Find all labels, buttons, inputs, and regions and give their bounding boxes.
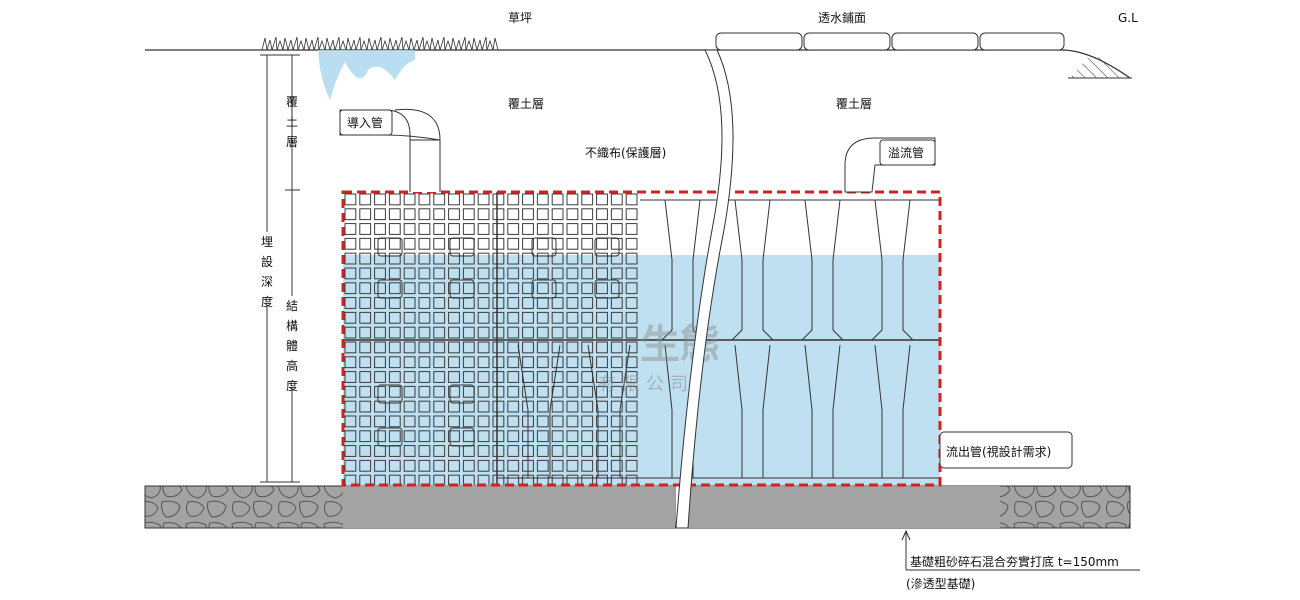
inlet-pipe-label-box <box>339 109 393 136</box>
cover-soil-label-left: 覆土層 <box>508 97 544 111</box>
foundation-under-structure-right <box>688 486 940 528</box>
svg-text:層: 層 <box>286 135 298 149</box>
outlet-pipe-label: 流出管(視設計需求) <box>946 444 1051 459</box>
cover-soil-label-right: 覆土層 <box>836 97 872 111</box>
storage-structure <box>341 190 942 487</box>
svg-text:度: 度 <box>261 294 273 309</box>
svg-text:埋: 埋 <box>261 235 273 249</box>
foundation-fill <box>940 486 1000 528</box>
svg-text:高: 高 <box>286 358 298 373</box>
outlet-pipe <box>939 431 1073 469</box>
svg-text:結: 結 <box>286 299 298 313</box>
grass-label: 草坪 <box>508 11 532 25</box>
foundation-annotation <box>901 529 1140 571</box>
grass <box>261 36 499 52</box>
permeable-paving <box>715 32 1065 51</box>
svg-text:體: 體 <box>286 339 298 353</box>
foundation-label: 基礎粗砂碎石混合夯實打底 t=150mm <box>910 554 1119 569</box>
permeable-paving-label: 透水鋪面 <box>818 10 866 25</box>
svg-text:設: 設 <box>261 254 273 269</box>
foundation-note: (滲透型基礎) <box>906 577 975 591</box>
svg-text:有限公司: 有限公司 <box>598 374 694 395</box>
burial-depth-label: 埋 設 深 度 <box>259 232 275 309</box>
structure-height-label: 結 構 體 高 度 <box>284 296 300 393</box>
geotextile-label: 不織布(保護層) <box>585 145 666 160</box>
inlet-pipe-label: 導入管 <box>347 115 383 130</box>
rain-splash <box>318 50 415 100</box>
svg-text:度: 度 <box>286 378 298 393</box>
svg-text:構: 構 <box>286 319 298 333</box>
svg-text:深: 深 <box>261 275 273 289</box>
overflow-pipe-label: 溢流管 <box>888 145 924 160</box>
geotextile-boundary <box>341 190 942 487</box>
ground-level-label: G.L <box>1118 11 1138 25</box>
vertical-pipe <box>675 49 734 529</box>
cover-depth-label: 覆 土 層 <box>286 95 298 149</box>
overflow-pipe-label-box <box>879 139 936 166</box>
svg-text:土: 土 <box>286 115 298 129</box>
ground-surface <box>145 49 1132 79</box>
foundation-under-structure <box>343 486 675 528</box>
svg-text:覆: 覆 <box>286 95 298 109</box>
